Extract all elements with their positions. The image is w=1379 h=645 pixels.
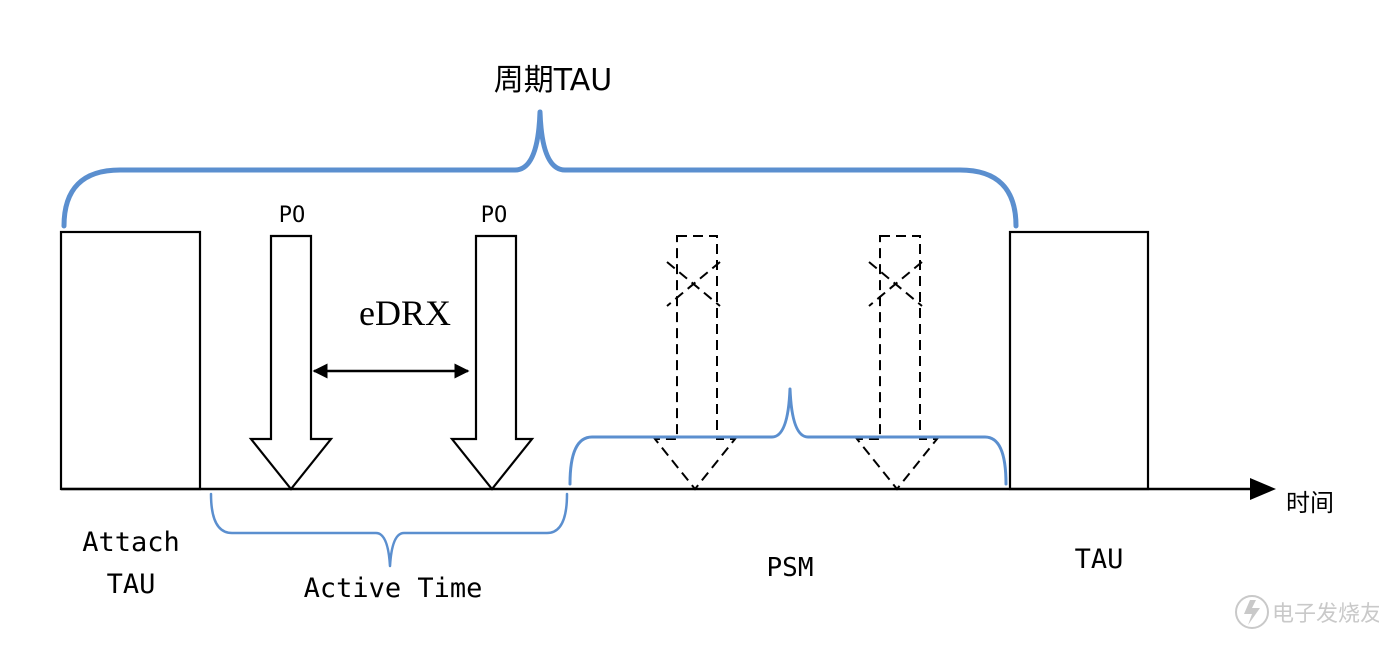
suppressed-po-arrow-2 bbox=[854, 235, 940, 491]
psm-label: PSM bbox=[767, 553, 814, 583]
tau-box bbox=[1008, 230, 1150, 491]
suppressed-po-arrow-1 bbox=[652, 235, 738, 491]
time-axis-label: 时间 bbox=[1286, 489, 1334, 517]
active-time-brace bbox=[209, 492, 569, 568]
period-tau-label: 周期TAU bbox=[494, 63, 612, 98]
tau-end-label: TAU bbox=[1075, 544, 1124, 575]
time-axis-arrowhead bbox=[1250, 478, 1276, 500]
watermark-logo: 电子发烧友 bbox=[1235, 595, 1379, 629]
attach-tau-label-line1: Attach bbox=[82, 527, 180, 558]
po-label-1: PO bbox=[279, 203, 306, 228]
po-arrow-1 bbox=[248, 234, 334, 491]
po-arrow-2 bbox=[449, 234, 535, 491]
attach-tau-box bbox=[59, 230, 202, 491]
watermark-text: 电子发烧友 bbox=[1272, 602, 1379, 627]
watermark-logo-icon bbox=[1235, 595, 1269, 629]
watermark-bolt-icon bbox=[1244, 600, 1260, 625]
period-tau-brace bbox=[61, 109, 1019, 229]
po-label-2: PO bbox=[481, 203, 508, 228]
edrx-label: eDRX bbox=[359, 293, 451, 333]
active-time-label: Active Time bbox=[304, 573, 483, 604]
attach-tau-label-line2: TAU bbox=[107, 569, 156, 600]
psm-brace bbox=[568, 387, 1008, 486]
